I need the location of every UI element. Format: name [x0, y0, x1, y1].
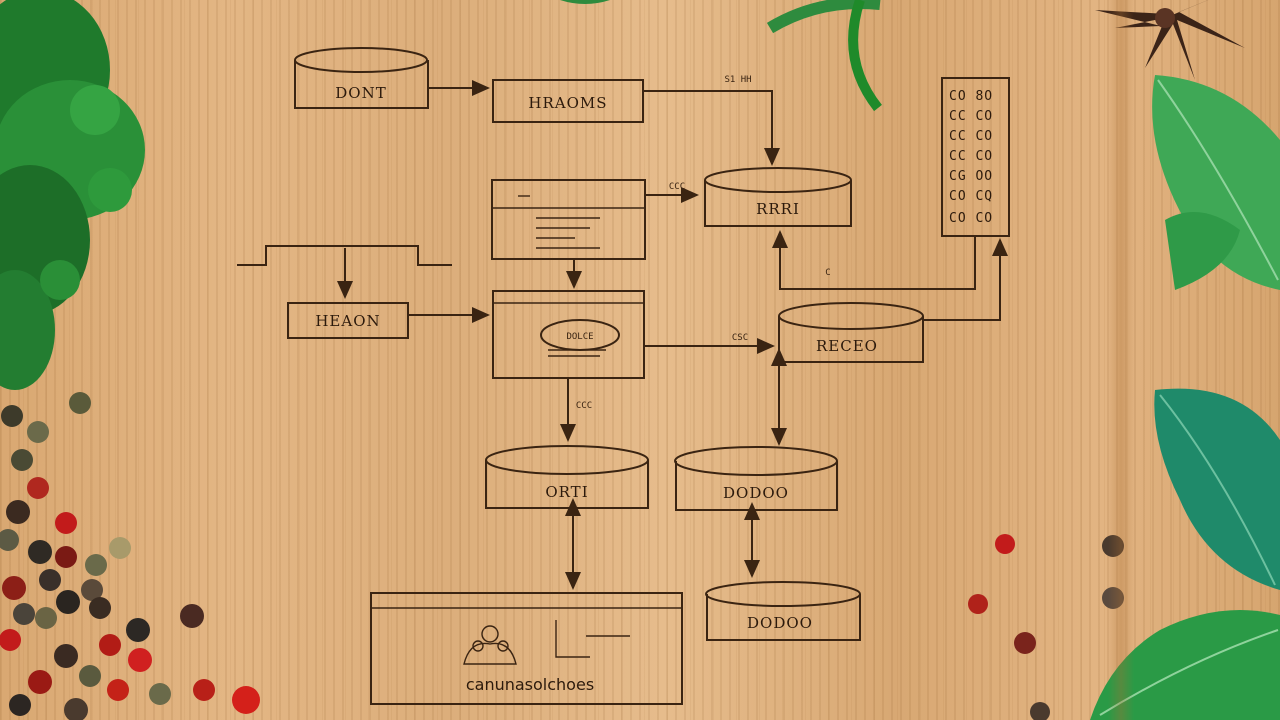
- box-node-left: HEAON: [287, 302, 409, 339]
- arrow-db-to-grid: [923, 238, 1008, 321]
- db-node-bottom-far-right-label: DODOO: [747, 614, 813, 632]
- glyph-row: CO CQ: [949, 189, 993, 204]
- box-node-top-mid-label: HRAOMS: [528, 94, 607, 112]
- db-node-top-left-label: DONT: [335, 84, 386, 102]
- peppercorns-decoration: [0, 392, 1124, 720]
- edge-mark-mid: CCC: [669, 182, 685, 192]
- bay-leaves-decoration: [1090, 75, 1280, 720]
- edge-mark-right: C: [825, 268, 830, 278]
- connectors: [337, 80, 1008, 590]
- center-process-node: DOLCE: [492, 290, 645, 379]
- parsley-decoration: [0, 0, 145, 390]
- box-node-left-label: HEAON: [315, 312, 380, 330]
- db-node-right-mid-label: RECEO: [816, 337, 878, 355]
- center-process-glyph: DOLCE: [566, 332, 593, 342]
- people-icon: [463, 625, 517, 665]
- edge-mark-top-right: S1 HH: [724, 75, 751, 85]
- db-node-top-left: DONT: [294, 47, 429, 109]
- glyph-row: CC CO: [949, 149, 993, 164]
- box-node-top-mid: HRAOMS: [492, 79, 644, 123]
- glyph-row: CO CO: [949, 211, 993, 226]
- bracket-line: [237, 245, 452, 266]
- edge-mark-down: CCC: [576, 401, 592, 411]
- glyph-row: CC CO: [949, 109, 993, 124]
- db-node-bottom-right-label: DODOO: [723, 484, 789, 502]
- footer-box-label: canunasolchoes: [466, 675, 594, 694]
- db-node-right-mid: RECEO: [778, 302, 924, 363]
- glyph-grid-panel: CO 8O CC CO CC CO CC CO CG OO CO CQ CO C…: [941, 77, 1010, 237]
- list-box-node: [491, 179, 646, 260]
- herb-sprig-decoration: [560, 0, 882, 112]
- footer-box-node: canunasolchoes: [370, 592, 683, 705]
- db-node-top-right-label: RRRI: [756, 200, 800, 218]
- arrow-grid-to-db: [772, 230, 976, 290]
- glyph-row: CC CO: [949, 129, 993, 144]
- db-node-bottom-mid: ORTI: [485, 445, 649, 509]
- star-anise-decoration: [1095, 0, 1245, 80]
- db-node-bottom-far-right: DODOO: [705, 581, 861, 641]
- db-node-bottom-mid-label: ORTI: [545, 483, 588, 501]
- glyph-row: CO 8O: [949, 89, 993, 104]
- edge-mark-arrow: CSC: [732, 333, 748, 343]
- db-node-top-right: RRRI: [704, 167, 852, 227]
- db-node-bottom-right: DODOO: [674, 446, 838, 511]
- arrow-box-to-db-right: [643, 90, 780, 166]
- glyph-row: CG OO: [949, 169, 993, 184]
